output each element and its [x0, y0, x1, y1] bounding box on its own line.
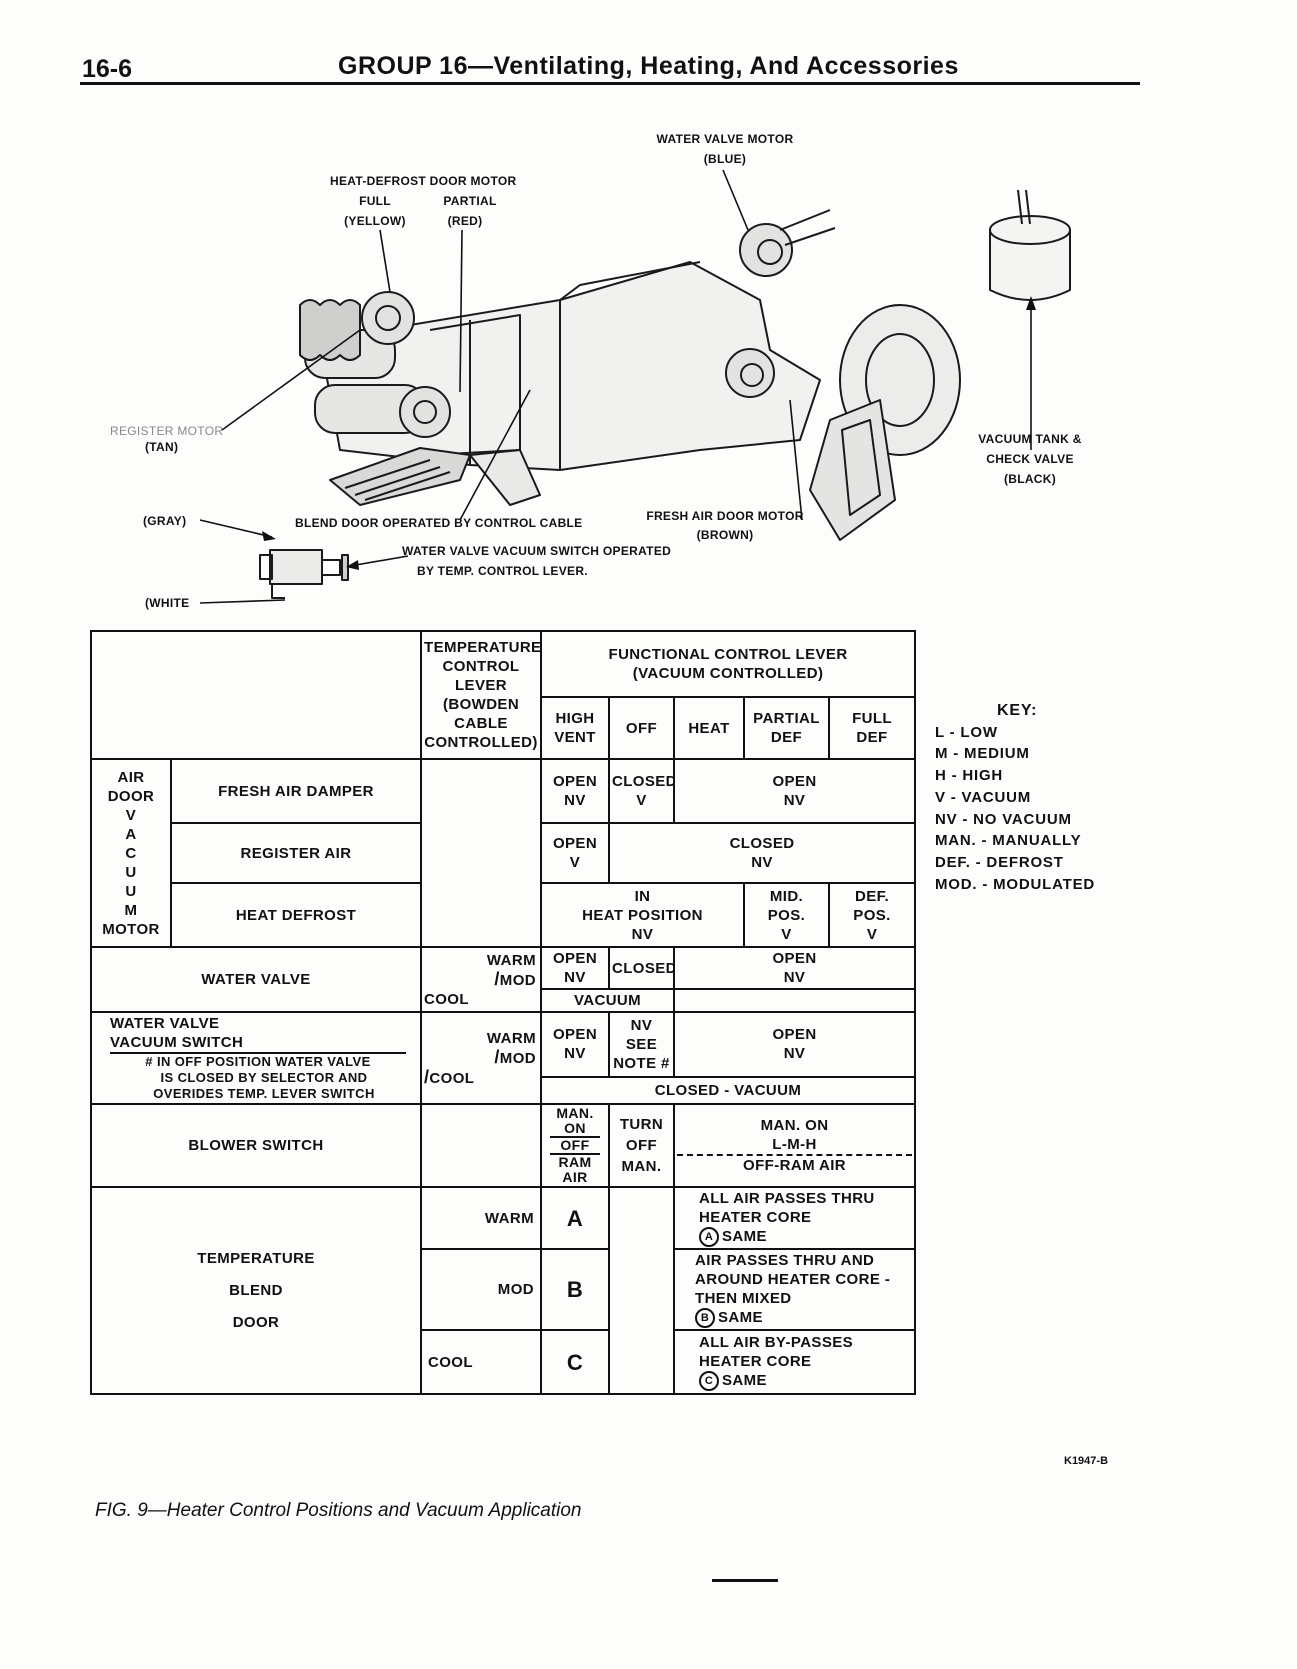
tbd-letter-c: C	[540, 1329, 610, 1396]
row-blower-switch: BLOWER SWITCH	[90, 1103, 422, 1188]
outlet-duct	[329, 447, 471, 506]
wv-vacuum: VACUUM	[540, 988, 675, 1013]
bs-rest: MAN. ON L-M-H OFF-RAM AIR	[672, 1103, 917, 1188]
vacuum-tank-label-3: (BLACK)	[1003, 472, 1057, 486]
tan-label: (TAN)	[145, 440, 179, 454]
tbd-cool: COOL	[420, 1329, 542, 1396]
heat-defrost-door-motor	[361, 291, 415, 345]
full-label: FULL	[359, 194, 391, 208]
water-valve-motor	[739, 223, 793, 277]
yellow-label: (YELLOW)	[344, 214, 406, 228]
row-register-air: REGISTER AIR	[170, 822, 422, 884]
row-fresh-air-damper: FRESH AIR DAMPER	[170, 758, 422, 824]
tbd-warm: WARM	[420, 1185, 542, 1251]
bs-temp-blank	[420, 1103, 542, 1188]
fresh-air-door	[809, 399, 896, 541]
row-heat-defrost: HEAT DEFROST	[170, 882, 422, 948]
key-item: V - VACUUM	[935, 788, 1032, 806]
col-heat: HEAT	[673, 696, 745, 760]
hd-mid: MID.POS.V	[743, 882, 830, 948]
heat-defrost-motor-label: HEAT-DEFROST DOOR MOTOR	[330, 174, 517, 188]
tbd-mod: MOD	[420, 1248, 542, 1332]
tbd-letter-b: B	[540, 1248, 610, 1332]
key-item: H - HIGH	[935, 767, 1004, 785]
temp-lever-blank	[420, 758, 542, 948]
tbd-off-blank	[608, 1185, 675, 1396]
wv-vacuum-blank	[672, 988, 917, 1013]
register-motor-label: REGISTER MOTOR	[110, 424, 224, 438]
register-motor	[399, 386, 451, 438]
vacuum-switch-label-1: WATER VALVE VACUUM SWITCH OPERATED	[402, 544, 672, 558]
wvs-closed-vacuum: CLOSED - VACUUM	[539, 1075, 917, 1105]
red-label: (RED)	[447, 214, 483, 228]
water-valve-motor-color: (BLUE)	[703, 152, 747, 166]
bs-high: MAN. ON OFF RAM AIR	[540, 1103, 610, 1188]
page-footer-mark	[712, 1579, 778, 1582]
page-number: 16-6	[82, 55, 133, 83]
water-valve-vacuum-switch	[269, 549, 323, 585]
fresh-air-motor-color: (BROWN)	[696, 528, 754, 542]
key-item: L - LOW	[935, 723, 998, 741]
figure-code: K1947-B	[1064, 1455, 1109, 1467]
gray-label: (GRAY)	[143, 514, 187, 528]
fresh-air-motor-label: FRESH AIR DOOR MOTOR	[646, 509, 804, 523]
wvs-temp-positions: WARM /MOD /COOL	[420, 1011, 542, 1105]
key-title: KEY:	[997, 702, 1038, 719]
heater-assembly-illustration	[199, 169, 1071, 604]
water-valve-motor-label: WATER VALVE MOTOR	[656, 132, 794, 146]
partial-label: PARTIAL	[443, 194, 497, 208]
vacuum-switch-label-2: BY TEMP. CONTROL LEVER.	[417, 564, 588, 578]
key-item: NV - NO VACUUM	[935, 810, 1072, 828]
key-item: M - MEDIUM	[935, 745, 1030, 763]
row-water-valve-vacuum-switch: WATER VALVE VACUUM SWITCH # IN OFF POSIT…	[90, 1011, 422, 1105]
corrugated-hose	[299, 299, 361, 361]
hd-def: DEF.POS.V	[827, 882, 917, 948]
wv-off: CLOSED	[608, 946, 675, 990]
figure-caption: FIG. 9—Heater Control Positions and Vacu…	[95, 1500, 582, 1521]
abbreviation-key: KEY: L - LOW M - MEDIUM H - HIGH V - VAC…	[935, 700, 1095, 895]
page-header-title: GROUP 16—Ventilating, Heating, And Acces…	[338, 52, 959, 80]
key-item: DEF. - DEFROST	[935, 853, 1064, 871]
header-rule	[80, 82, 1140, 85]
white-label: (WHITE	[145, 596, 190, 610]
row-water-valve: WATER VALVE	[90, 946, 422, 1013]
tbd-letter-a: A	[540, 1185, 610, 1251]
wv-temp-positions: WARM /MOD COOL	[420, 946, 542, 1013]
corner-cell	[90, 630, 422, 760]
fresh-air-door-motor	[725, 348, 775, 398]
col-off: OFF	[608, 696, 675, 760]
blend-door-label: BLEND DOOR OPERATED BY CONTROL CABLE	[295, 516, 583, 530]
key-item: MAN. - MANUALLY	[935, 832, 1082, 850]
vacuum-tank-label-1: VACUUM TANK &	[978, 432, 1082, 446]
key-item: MOD. - MODULATED	[935, 875, 1096, 893]
vacuum-tank	[989, 229, 1071, 301]
header-functional-lever: FUNCTIONAL CONTROL LEVER(VACUUM CONTROLL…	[539, 630, 917, 698]
vacuum-tank-label-2: CHECK VALVE	[986, 452, 1074, 466]
